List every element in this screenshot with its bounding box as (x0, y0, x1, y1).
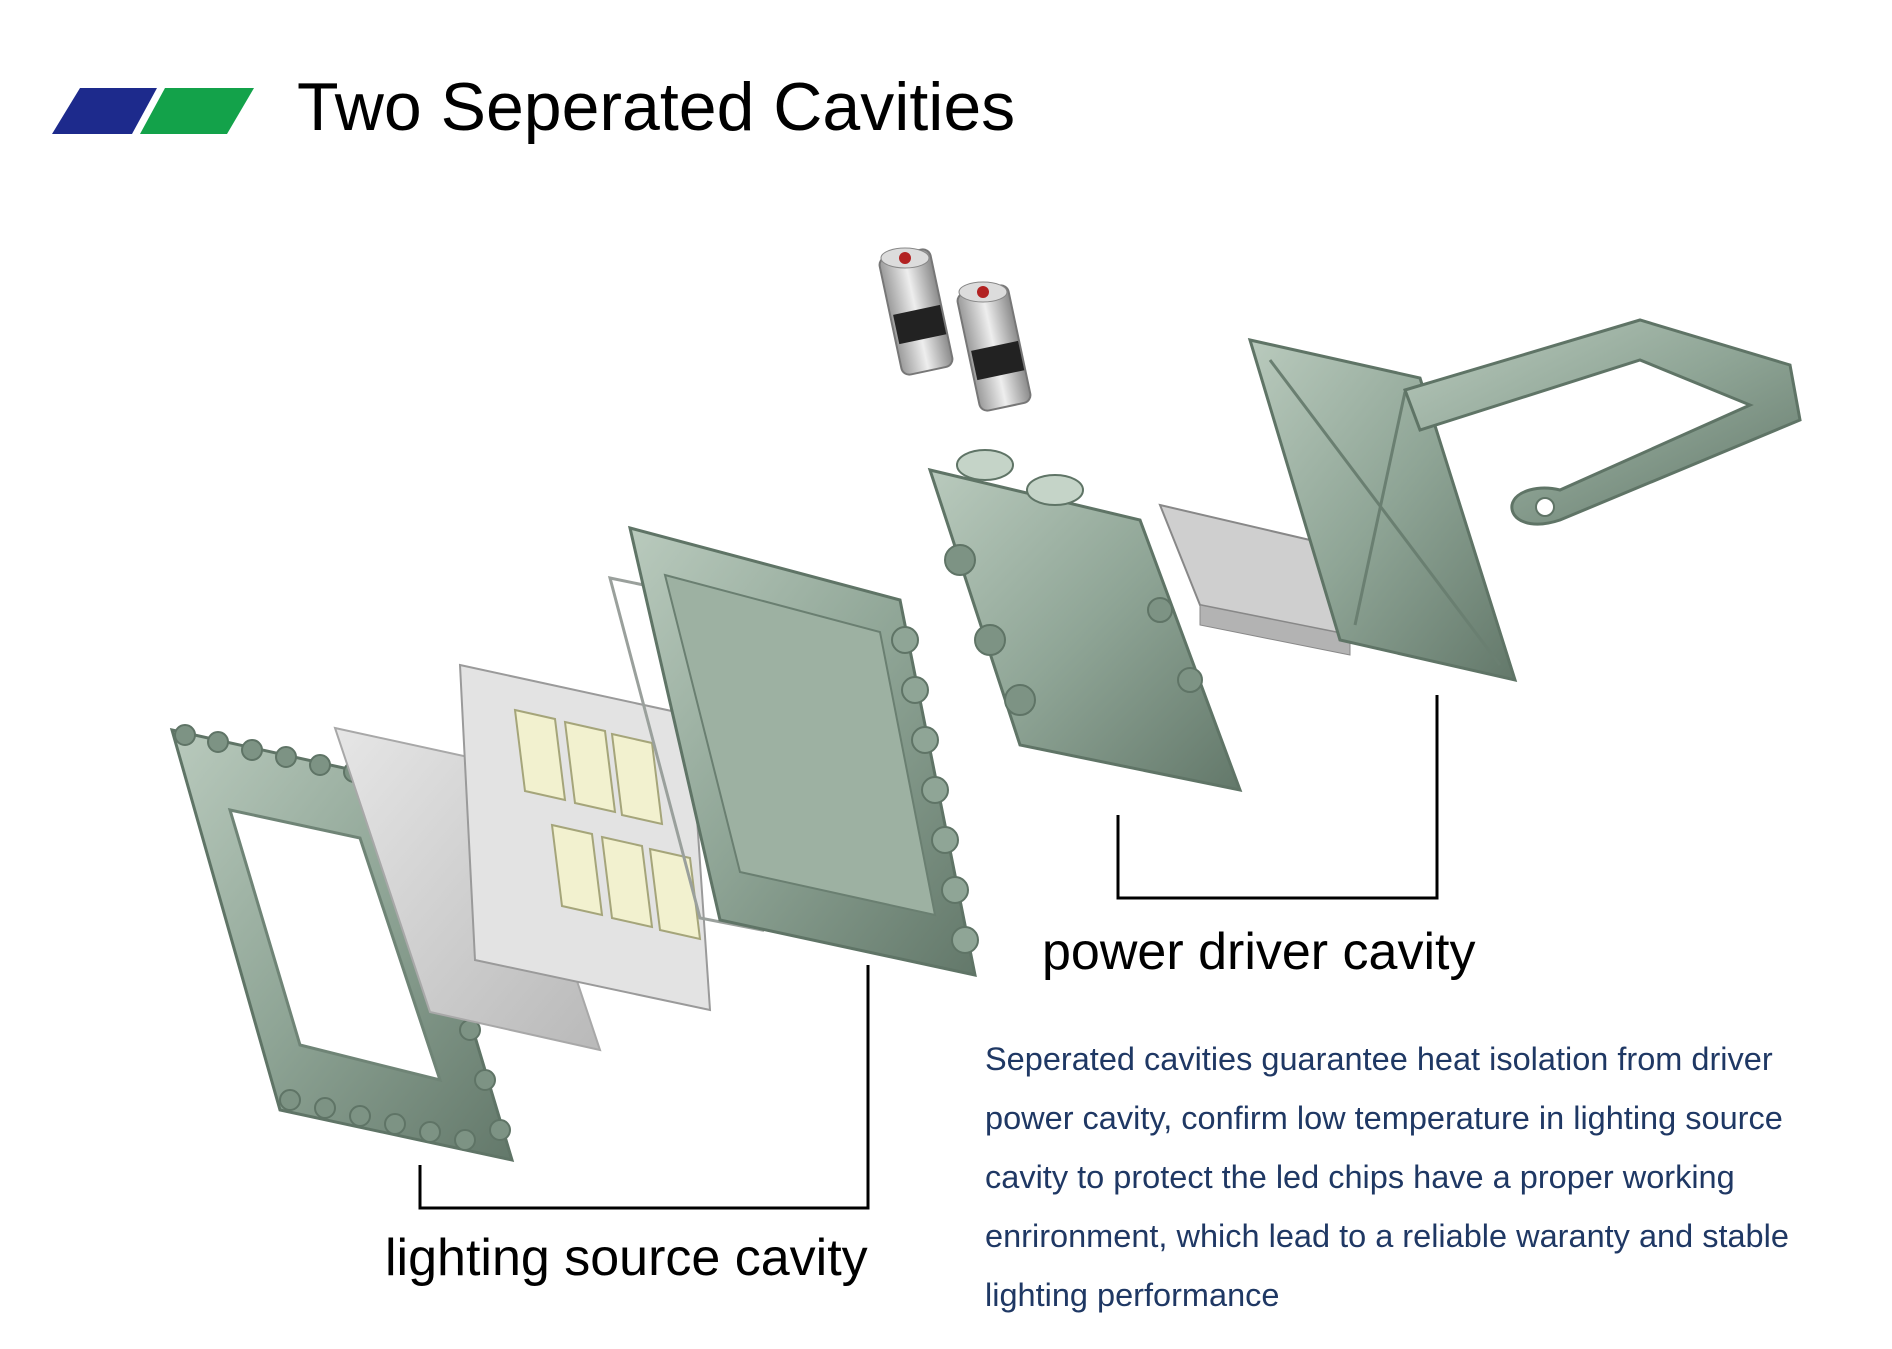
led-module-grid (513, 708, 702, 941)
brand-logo (52, 88, 254, 134)
description-line: power cavity, confirm low temperature in… (985, 1100, 1783, 1136)
power-driver-leader (1116, 695, 1439, 900)
power-driver-cavity-label: power driver cavity (1042, 923, 1476, 981)
back-cover (1247, 337, 1518, 683)
page-title: Two Seperated Cavities (297, 69, 1016, 145)
led-modules (458, 663, 712, 1012)
logo-green-stripe (140, 88, 254, 134)
gland-port-1 (956, 449, 1014, 481)
cable-gland-1 (878, 247, 954, 376)
heatsink-recess (663, 573, 937, 917)
logo-blue-stripe (52, 88, 157, 134)
description-line: lighting performance (985, 1277, 1280, 1313)
power-driver (1158, 503, 1352, 656)
heatsink-body (627, 525, 979, 977)
header: Two Seperated Cavities (0, 0, 1892, 160)
mounting-bracket (1403, 318, 1802, 526)
description-text: Seperated cavities guarantee heat isolat… (985, 1030, 1865, 1325)
front-frame-window (227, 808, 443, 1083)
driver-housing (927, 449, 1243, 793)
bracket-hole (1535, 497, 1555, 517)
gland-port-2 (1026, 474, 1084, 506)
lighting-source-cavity-label: lighting source cavity (385, 1229, 868, 1287)
heatsink-fins (891, 626, 979, 954)
description-line: Seperated cavities guarantee heat isolat… (985, 1041, 1773, 1077)
description-line: cavity to protect the led chips have a p… (985, 1159, 1735, 1195)
description-line: enrironment, which lead to a reliable wa… (985, 1218, 1789, 1254)
cable-gland-2 (956, 281, 1032, 412)
cable-glands (878, 247, 1032, 412)
lighting-source-leader (418, 965, 870, 1210)
